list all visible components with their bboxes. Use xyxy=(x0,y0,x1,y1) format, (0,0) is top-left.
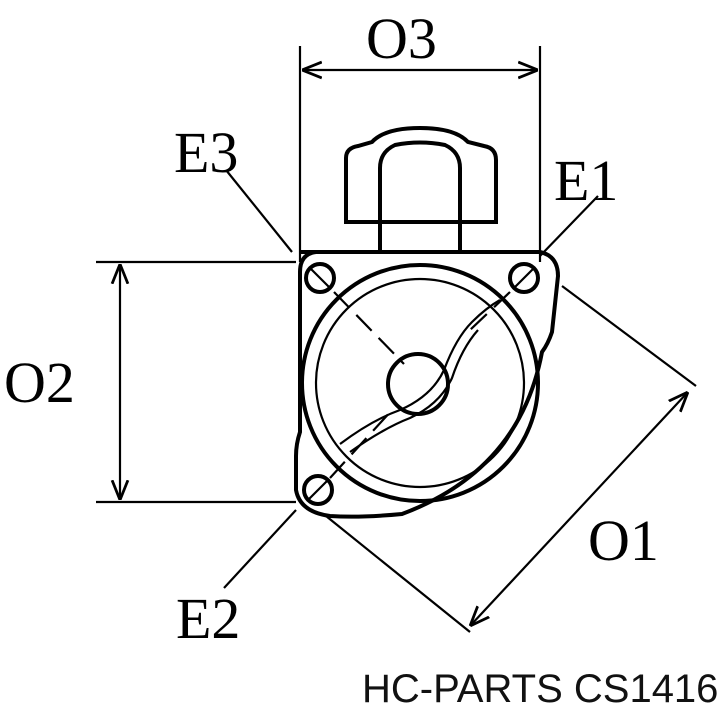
terminal-block xyxy=(344,125,498,252)
pinion-circle xyxy=(386,352,450,416)
dimension-o1 xyxy=(325,285,697,633)
drive-end-curve xyxy=(339,299,501,445)
drive-end-curve-inner xyxy=(349,329,479,453)
part-caption: HC-PARTS CS1416 xyxy=(362,667,718,711)
bolt-hole-e2 xyxy=(302,474,334,506)
o1-extension-upper xyxy=(561,285,697,387)
bolt-hole-e1 xyxy=(508,262,540,294)
dimension-o2 xyxy=(96,260,296,504)
bore-outer-circle xyxy=(300,263,540,503)
dimension-o3 xyxy=(298,46,542,262)
label-e2: E2 xyxy=(176,586,240,651)
flange-outline xyxy=(294,250,561,519)
bore-inner-circle xyxy=(314,277,526,489)
centerline-e3 xyxy=(333,291,405,365)
o1-extension-lower xyxy=(325,515,471,633)
centerline-e1 xyxy=(469,291,511,331)
e1-leader xyxy=(539,195,599,257)
label-e3: E3 xyxy=(174,120,238,185)
label-o3: O3 xyxy=(366,6,437,71)
label-e1: E1 xyxy=(554,148,618,213)
label-o2: O2 xyxy=(4,350,75,415)
bolt-hole-e3 xyxy=(304,262,336,294)
e2-leader xyxy=(223,509,297,589)
o1-dimension-line xyxy=(470,392,688,626)
label-o1: O1 xyxy=(588,508,659,573)
e3-leader xyxy=(225,169,293,253)
